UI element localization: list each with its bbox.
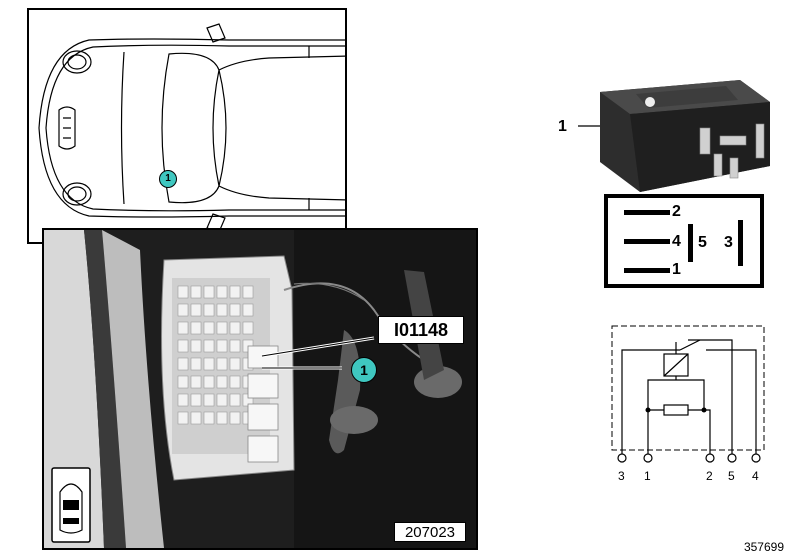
terminal-label-5: 5 [728, 469, 735, 483]
photo-id-box: 207023 [394, 522, 466, 542]
terminal-label-4: 4 [752, 469, 759, 483]
pinout-line-2 [624, 210, 670, 215]
relay-pinout-diagram: 2 4 1 5 3 [604, 194, 764, 288]
relay-drawing [578, 80, 770, 192]
photo-label-box: I01148 [378, 316, 464, 344]
photo-callout: 1 [351, 357, 377, 383]
pinout-line-1 [624, 268, 670, 273]
terminal-label-1: 1 [644, 469, 651, 483]
photo-callout-number: 1 [360, 362, 368, 378]
relay-part-number: 1 [558, 118, 567, 135]
circuit-schematic-drawing [611, 325, 765, 463]
photo-label-code: I01148 [393, 319, 449, 340]
fuse-box-photo: I01148 1 207023 [42, 228, 478, 550]
terminal-label-3: 3 [618, 469, 625, 483]
car-location-diagram: 1 [27, 8, 347, 244]
location-callout: 1 [159, 170, 177, 188]
pinout-label-1: 1 [672, 261, 681, 278]
terminal-label-2: 2 [706, 469, 713, 483]
diagram-reference-number: 357699 [743, 540, 784, 554]
photo-id: 207023 [404, 523, 456, 541]
pinout-bar-5 [688, 224, 693, 262]
relay-illustration: 1 [550, 62, 790, 192]
pinout-bar-3 [738, 220, 743, 266]
location-callout-number: 1 [165, 173, 171, 184]
pinout-label-2: 2 [672, 203, 681, 220]
fuse-box-photo-drawing [44, 230, 476, 548]
pinout-label-4: 4 [672, 233, 681, 250]
relay-circuit-schematic: 3 1 2 5 4 [600, 318, 780, 486]
pinout-label-3: 3 [724, 234, 733, 251]
car-outline-drawing [38, 23, 345, 233]
pinout-line-4 [624, 239, 670, 244]
pinout-label-5: 5 [698, 234, 707, 251]
